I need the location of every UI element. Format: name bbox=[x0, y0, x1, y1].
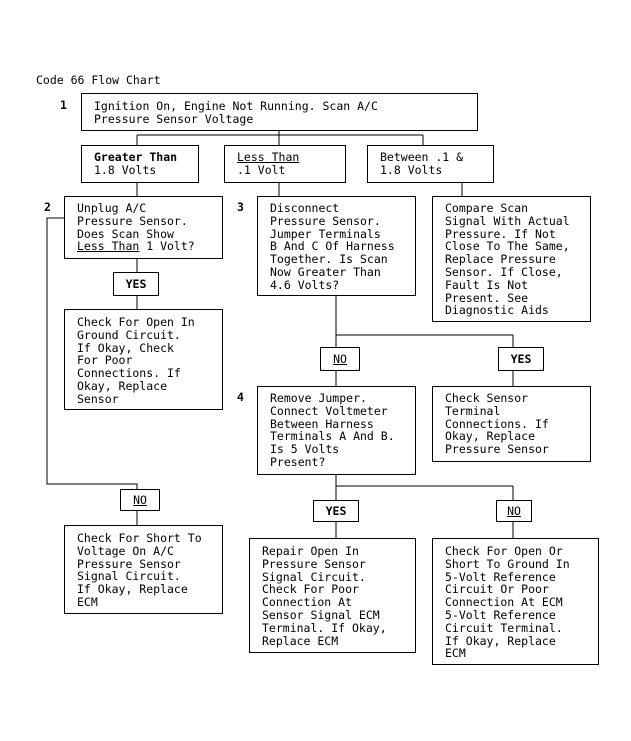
result-compare-box: Compare Scan Signal With Actual Pressure… bbox=[432, 196, 591, 322]
step-4-box: Remove Jumper. Connect Voltmeter Between… bbox=[257, 386, 416, 475]
result-check-sensor-text: Check Sensor Terminal Connections. If Ok… bbox=[445, 391, 549, 457]
branch-greater-box: Greater Than 1.8 Volts bbox=[81, 145, 199, 183]
step-3-yes-label: YES bbox=[498, 347, 544, 371]
result-open-ground-text: Check For Open In Ground Circuit. If Oka… bbox=[77, 315, 195, 406]
step-1-text: Ignition On, Engine Not Running. Scan A/… bbox=[94, 99, 378, 126]
branch-between-text: Between .1 & 1.8 Volts bbox=[380, 150, 464, 177]
step-2-yes-label: YES bbox=[113, 272, 159, 296]
result-check-sensor-box: Check Sensor Terminal Connections. If Ok… bbox=[432, 386, 591, 462]
branch-greater-title: Greater Than bbox=[94, 150, 178, 164]
branch-less-title: Less Than bbox=[237, 150, 300, 164]
chart-title: Code 66 Flow Chart bbox=[36, 73, 161, 87]
step-2-no-label: NO bbox=[120, 489, 160, 511]
result-check-open-short-box: Check For Open Or Short To Ground In 5-V… bbox=[432, 538, 599, 665]
branch-less-box: Less Than .1 Volt bbox=[224, 145, 346, 183]
result-short-voltage-text: Check For Short To Voltage On A/C Pressu… bbox=[77, 531, 202, 609]
step-3-number: 3 bbox=[237, 200, 244, 214]
step-4-no-label: NO bbox=[496, 500, 532, 522]
result-compare-text: Compare Scan Signal With Actual Pressure… bbox=[445, 201, 570, 318]
step-4-number: 4 bbox=[237, 390, 244, 404]
step-1-number: 1 bbox=[60, 98, 67, 112]
step-3-text: Disconnect Pressure Sensor. Jumper Termi… bbox=[270, 201, 395, 292]
branch-between-box: Between .1 & 1.8 Volts bbox=[367, 145, 494, 183]
step-2-box: Unplug A/C Pressure Sensor. Does Scan Sh… bbox=[64, 196, 223, 259]
step-3-no-label: NO bbox=[320, 347, 360, 371]
step-1-box: Ignition On, Engine Not Running. Scan A/… bbox=[81, 93, 478, 131]
step-2-emphasis: Less Than bbox=[77, 239, 140, 254]
result-check-open-short-text: Check For Open Or Short To Ground In 5-V… bbox=[445, 544, 570, 661]
step-4-text: Remove Jumper. Connect Voltmeter Between… bbox=[270, 391, 395, 469]
branch-greater-value: 1.8 Volts bbox=[94, 162, 157, 177]
result-repair-open-text: Repair Open In Pressure Sensor Signal Ci… bbox=[262, 544, 387, 648]
step-4-yes-label: YES bbox=[313, 500, 359, 522]
step-2-text-end: 1 Volt? bbox=[139, 239, 195, 254]
step-3-box: Disconnect Pressure Sensor. Jumper Termi… bbox=[257, 196, 416, 296]
result-repair-open-box: Repair Open In Pressure Sensor Signal Ci… bbox=[249, 538, 416, 653]
step-2-text: Unplug A/C Pressure Sensor. Does Scan Sh… bbox=[77, 201, 188, 241]
result-open-ground-box: Check For Open In Ground Circuit. If Oka… bbox=[64, 309, 223, 410]
result-short-voltage-box: Check For Short To Voltage On A/C Pressu… bbox=[64, 525, 223, 614]
step-2-number: 2 bbox=[44, 200, 51, 214]
branch-less-value: .1 Volt bbox=[237, 162, 286, 177]
